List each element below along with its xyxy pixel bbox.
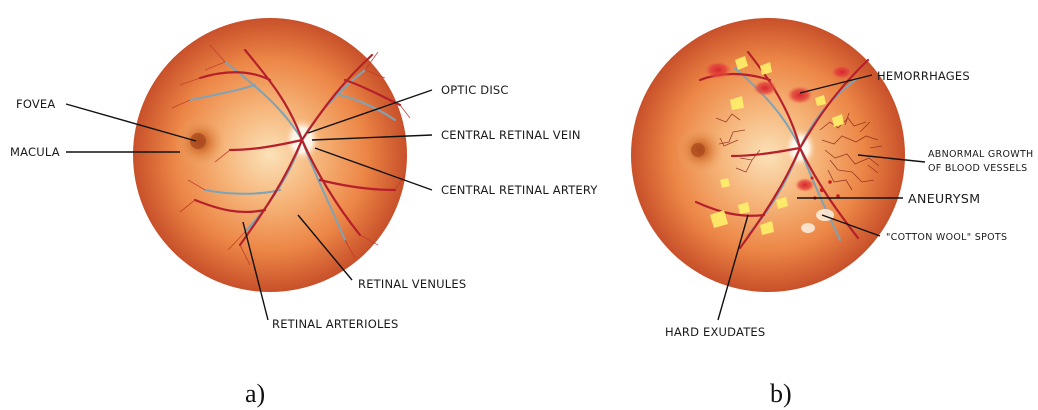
label-abnormal-growth-line2: OF BLOOD VESSELS (928, 163, 1027, 174)
label-aneurysm: ANEURYSM (908, 191, 980, 206)
label-central-retinal-vein: CENTRAL RETINAL VEIN (441, 128, 581, 142)
retina-a (133, 18, 407, 292)
label-central-retinal-artery: CENTRAL RETINAL ARTERY (441, 183, 598, 197)
label-retinal-venules: RETINAL VENULES (358, 277, 466, 291)
caption-a: a) (245, 379, 265, 408)
label-macula: MACULA (10, 145, 60, 159)
label-retinal-arterioles: RETINAL ARTERIOLES (272, 317, 399, 331)
panel-b: HEMORRHAGES ABNORMAL GROWTH OF BLOOD VES… (631, 18, 1034, 408)
fovea-b (691, 143, 705, 157)
panel-a: FOVEA MACULA OPTIC DISC CENTRAL RETINAL … (10, 18, 598, 408)
label-fovea: FOVEA (16, 97, 55, 111)
caption-b: b) (770, 379, 792, 408)
fovea-a (190, 133, 206, 149)
label-hemorrhages: HEMORRHAGES (877, 69, 970, 83)
label-abnormal-growth-line1: ABNORMAL GROWTH (928, 149, 1034, 160)
label-optic-disc: OPTIC DISC (441, 83, 509, 97)
label-hard-exudates: HARD EXUDATES (665, 325, 765, 339)
label-cotton-wool: "COTTON WOOL" SPOTS (886, 232, 1007, 243)
